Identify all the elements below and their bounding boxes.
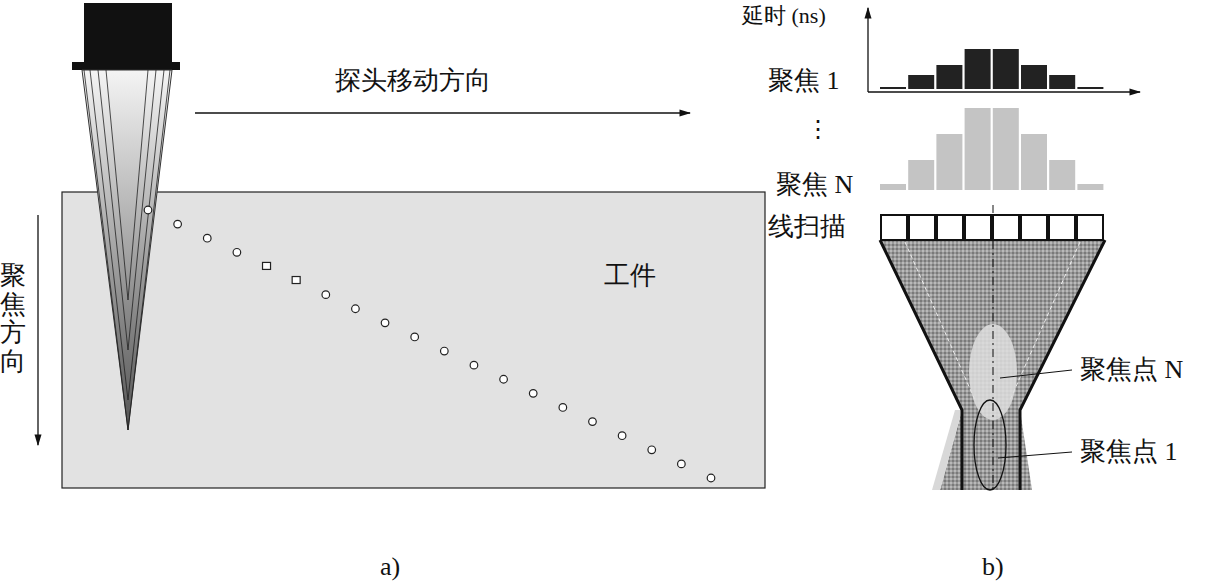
- move-arrow: [195, 112, 690, 113]
- ellipsis: ⋮: [806, 116, 830, 144]
- workpiece-box: 工件: [62, 192, 765, 488]
- axis-label: 延时 (ns): [742, 3, 826, 28]
- subfigure-label: b): [982, 552, 1004, 582]
- array-label: 线扫描: [768, 212, 846, 242]
- curve-label: 聚焦 1: [768, 66, 840, 96]
- part-name: 工件: [604, 258, 656, 293]
- curve-label: 聚焦 N: [776, 170, 853, 200]
- beam-edge: [932, 410, 962, 490]
- focus-arrow: [37, 215, 38, 445]
- direction-label: 探头移动方向: [335, 66, 491, 96]
- callout-label: 聚焦点 1: [1080, 437, 1178, 467]
- workpiece: [62, 192, 765, 488]
- probe-base: [72, 62, 180, 70]
- subfigure-label: a): [380, 552, 400, 582]
- delay-axis: [867, 8, 868, 92]
- element-axis: [868, 91, 1140, 92]
- direction-label: 聚焦方向: [0, 262, 26, 376]
- beam: [82, 70, 172, 430]
- focal-spot-1: [974, 400, 1006, 490]
- callout-label: 聚焦点 N: [1080, 355, 1183, 385]
- probe: [84, 3, 172, 63]
